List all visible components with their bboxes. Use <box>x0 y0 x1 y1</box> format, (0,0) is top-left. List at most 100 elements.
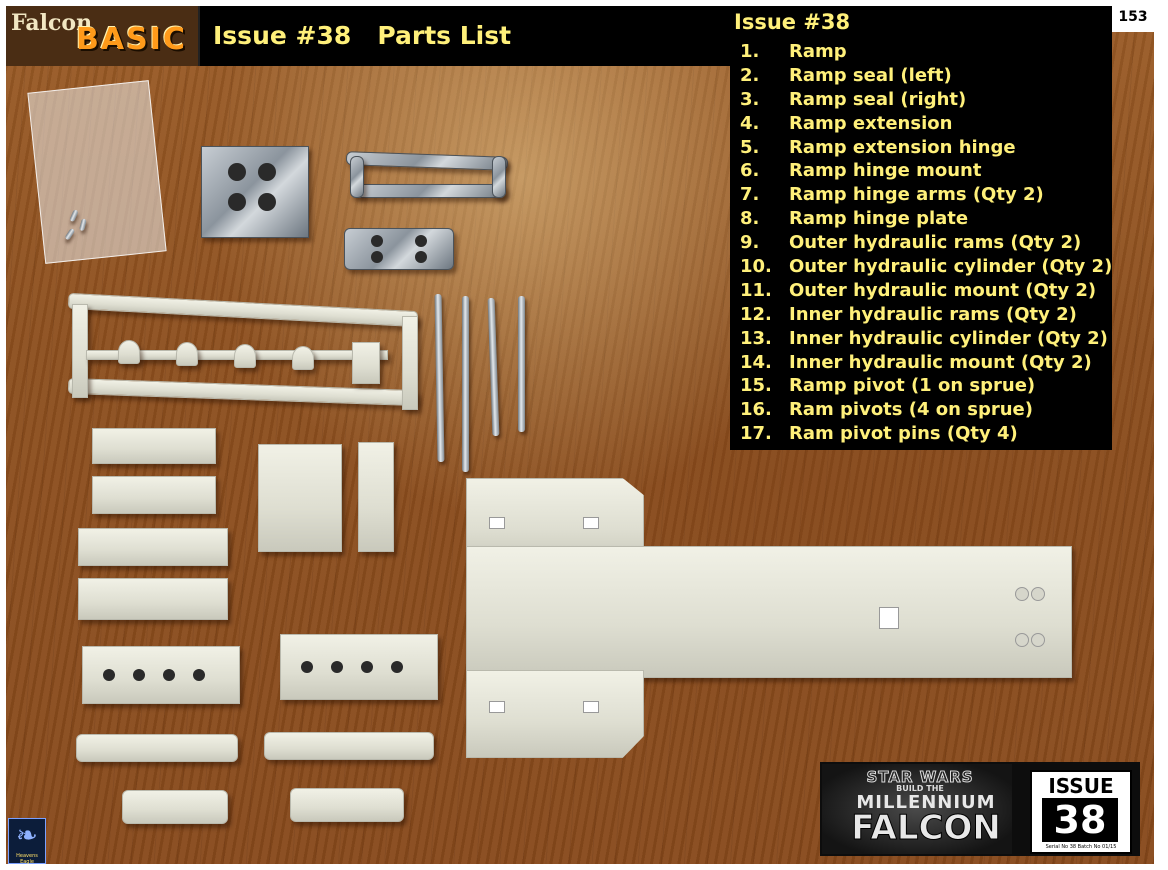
cylinder-hole <box>133 669 145 681</box>
ramp-hinge-plate <box>344 228 454 270</box>
pivot-sprue <box>67 292 419 328</box>
ramp-extension <box>258 444 342 552</box>
item-label: Ramp hinge mount <box>789 160 982 182</box>
list-item: 2.Ramp seal (left) <box>740 64 1112 88</box>
watermark-text: Heavens Eagle <box>16 853 38 865</box>
cylinder-hole <box>163 669 175 681</box>
ramp-seal-strip <box>78 528 228 566</box>
millennium-text: MILLENNIUM <box>856 792 996 813</box>
pins-bag <box>27 80 167 264</box>
list-item: 4.Ramp extension <box>740 112 1112 136</box>
list-item: 14. Inner hydraulic mount (Qty 2) <box>740 351 1112 375</box>
page-header: Falcon BASIC Issue #38 Parts List <box>6 6 730 66</box>
item-label: Ramp seal (right) <box>789 88 967 110</box>
ramp-hinge-mount <box>201 146 309 238</box>
mount-hole <box>228 163 246 181</box>
item-number: 14. <box>740 351 772 373</box>
outer-hydraulic-ram <box>462 296 469 472</box>
item-number: 10. <box>740 256 772 278</box>
item-label: Inner hydraulic cylinder (Qty 2) <box>789 327 1108 349</box>
ramp-hinge-arm <box>356 184 506 198</box>
list-item: 7.Ramp hinge arms (Qty 2) <box>740 183 1112 207</box>
item-label: Inner hydraulic mount (Qty 2) <box>789 351 1092 373</box>
cylinder-hole <box>103 669 115 681</box>
inner-hydraulic-cylinder <box>280 634 438 700</box>
issue-number: 38 <box>1042 798 1118 842</box>
pivot-sprue <box>402 316 418 410</box>
list-item: 16.Ram pivots (4 on sprue) <box>740 398 1112 422</box>
item-number: 1. <box>740 41 760 62</box>
cylinder-hole <box>391 661 403 673</box>
ramp-slot <box>583 517 599 529</box>
outer-hydraulic-mount <box>264 732 434 760</box>
item-number: 17. <box>740 423 772 445</box>
list-item: 8. Ramp hinge plate <box>740 207 1112 231</box>
list-item: 12.Inner hydraulic rams (Qty 2) <box>740 303 1112 327</box>
item-number: 8. <box>740 208 760 230</box>
issue-badge: ISSUE 38 Serial No 38 Batch No 01/15 <box>1030 770 1132 854</box>
mount-hole <box>258 193 276 211</box>
item-number: 11. <box>740 279 772 301</box>
logo-word-basic: BASIC <box>76 22 187 57</box>
ramp <box>466 670 644 758</box>
parts-list-panel: Issue #38 1.Ramp 2.Ramp seal (left) 3.Ra… <box>730 6 1112 450</box>
star-wars-wordmark: STAR WARS <box>866 768 974 787</box>
ramp-hinge-arm <box>350 156 364 198</box>
issue-serial: Serial No 38 Batch No 01/15 <box>1045 844 1117 850</box>
inner-hydraulic-mount <box>290 788 404 822</box>
cylinder-hole <box>193 669 205 681</box>
plate-hole <box>415 235 427 247</box>
item-label: Outer hydraulic cylinder (Qty 2) <box>789 256 1113 278</box>
ramp-slot <box>583 701 599 713</box>
issue-word: ISSUE <box>1048 774 1114 798</box>
outer-hydraulic-mount <box>76 734 238 762</box>
ram-pivot <box>176 342 198 366</box>
plate-hole <box>415 251 427 263</box>
list-item: 15. Ramp pivot (1 on sprue) <box>740 374 1112 398</box>
item-label: Ram pivot pins (Qty 4) <box>789 423 1018 445</box>
ramp-seal-strip <box>92 476 216 514</box>
millennium-falcon-logo: STAR WARS BUILD THE MILLENNIUM FALCON <box>822 764 1012 854</box>
ramp-seal-strip <box>78 578 228 620</box>
eagle-icon: ❧ <box>16 821 38 851</box>
ramp-peg <box>1031 633 1045 647</box>
outer-hydraulic-ram <box>434 293 445 463</box>
falcon-basic-logo: Falcon BASIC <box>6 6 200 66</box>
page-title: Issue #38 Parts List <box>213 21 512 50</box>
ram-pivot <box>234 344 256 368</box>
cylinder-hole <box>331 661 343 673</box>
ramp-peg <box>1031 587 1045 601</box>
item-label: Outer hydraulic rams (Qty 2) <box>789 232 1082 254</box>
list-item: 9. Outer hydraulic rams (Qty 2) <box>740 231 1112 255</box>
parts-list: 1.Ramp 2.Ramp seal (left) 3.Ramp seal (r… <box>740 40 1112 446</box>
ramp-peg <box>1015 587 1029 601</box>
list-item: 6. Ramp hinge mount <box>740 159 1112 183</box>
list-item: 11.Outer hydraulic mount (Qty 2) <box>740 279 1112 303</box>
list-item: 10. Outer hydraulic cylinder (Qty 2) <box>740 255 1112 279</box>
item-number: 12. <box>740 303 772 325</box>
item-label: Ramp extension <box>789 112 953 134</box>
ramp-hinge-arm <box>345 151 509 171</box>
item-label: Ramp pivot (1 on sprue) <box>789 375 1036 397</box>
mount-hole <box>258 163 276 181</box>
item-number: 9. <box>740 232 760 254</box>
ramp-extension-hinge <box>358 442 394 552</box>
item-label: Ramp hinge plate <box>789 208 969 230</box>
heavens-eagle-logo: ❧ Heavens Eagle <box>8 818 46 865</box>
pin <box>69 209 79 223</box>
plate-hole <box>371 251 383 263</box>
item-label: Ramp extension hinge <box>789 136 1016 158</box>
item-number: 15. <box>740 375 772 397</box>
falcon-text: FALCON <box>851 808 1002 849</box>
cylinder-hole <box>301 661 313 673</box>
ramp-slot <box>489 701 505 713</box>
list-item: 17. Ram pivot pins (Qty 4) <box>740 422 1112 446</box>
page-number: 153 <box>1112 6 1154 32</box>
ramp-slot <box>879 607 899 629</box>
item-number: 7. <box>740 184 760 206</box>
inner-hydraulic-ram <box>487 297 500 437</box>
magazine-logo: STAR WARS BUILD THE MILLENNIUM FALCON IS… <box>820 762 1140 856</box>
item-number: 3. <box>740 88 760 110</box>
plate-hole <box>371 235 383 247</box>
item-number: 6. <box>740 160 760 182</box>
